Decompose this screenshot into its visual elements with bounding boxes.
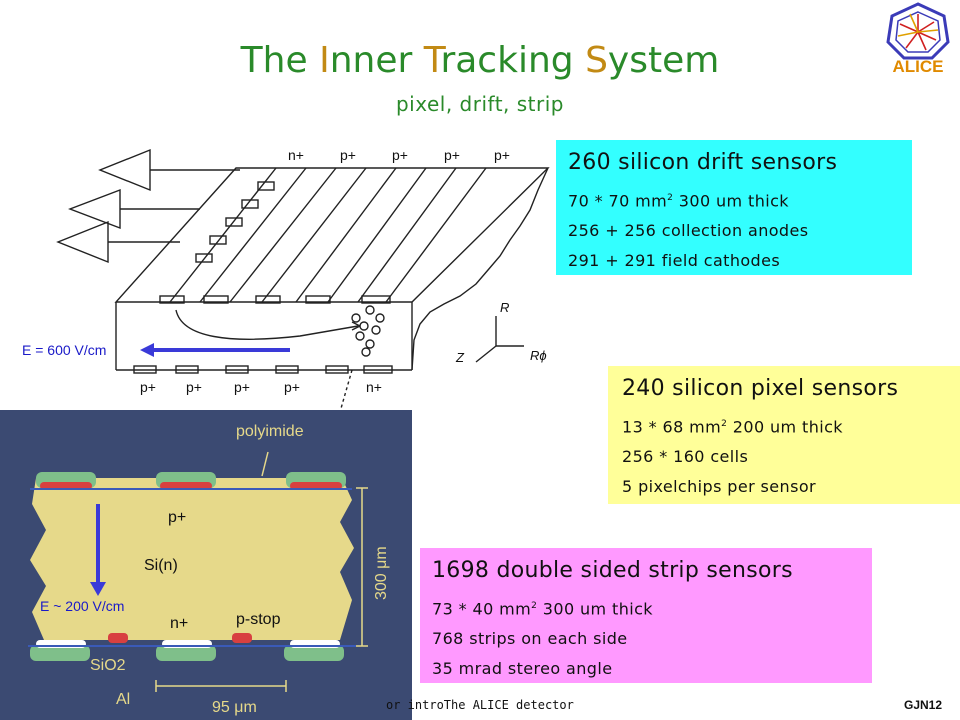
p-plus-label: p+ [168, 509, 186, 526]
slide-subtitle: pixel, drift, strip [395, 92, 564, 116]
strip-box-line1: 73 * 40 mm2 300 um thick [432, 591, 872, 624]
strip-line1-sup: 2 [531, 601, 538, 611]
pixel-box-line1: 13 * 68 mm2 200 um thick [622, 409, 960, 442]
p-stop-label: p-stop [236, 611, 281, 628]
drift-box-line3: 291 + 291 field cathodes [568, 251, 781, 271]
drift-label-bottom-1: p+ [140, 379, 156, 395]
drift-line1-sup: 2 [667, 193, 674, 203]
pixel-field-label: E ~ 200 V/cm [40, 598, 125, 614]
sio2-label: SiO2 [90, 657, 126, 674]
si-n-label: Si(n) [144, 557, 178, 574]
strip-sensors-box: 1698 double sided strip sensors 73 * 40 … [420, 548, 872, 683]
logo-text: ALICE [893, 57, 944, 74]
pixel-line1-b: 200 um thick [727, 417, 843, 437]
title-part: nner [329, 40, 424, 81]
drift-label-bottom-4: p+ [284, 379, 300, 395]
pixel-box-line2: 256 * 160 cells [622, 447, 749, 467]
pixel-line1-sup: 2 [721, 419, 728, 429]
alice-logo: ALICE [886, 2, 950, 74]
strip-line1-b: 300 um thick [537, 599, 653, 619]
dim-95-label: 95 μm [212, 699, 257, 716]
strip-box-line3: 35 mrad stereo angle [432, 659, 613, 679]
al-label: Al [116, 691, 130, 708]
drift-label-bottom-2: p+ [186, 379, 202, 395]
title-highlight-i: I [319, 40, 330, 81]
drift-line1-a: 70 * 70 mm [568, 191, 668, 211]
pixel-sensors-box: 240 silicon pixel sensors 13 * 68 mm2 20… [608, 366, 960, 504]
pixel-box-line3: 5 pixelchips per sensor [622, 477, 816, 497]
title-part: ystem [607, 40, 720, 81]
drift-label-top-3: p+ [392, 147, 408, 163]
slide-title: The Inner Tracking System [0, 40, 960, 81]
drift-label-bottom-3: p+ [234, 379, 250, 395]
drift-box-line1: 70 * 70 mm2 300 um thick [568, 183, 912, 216]
drift-label-top-5: p+ [494, 147, 510, 163]
strip-box-line2: 768 strips on each side [432, 629, 628, 649]
drift-label-top-1: n+ [288, 147, 304, 163]
drift-label-top-2: p+ [340, 147, 356, 163]
drift-label-top-4: p+ [444, 147, 460, 163]
title-highlight-s: S [585, 40, 608, 81]
strip-line1-a: 73 * 40 mm [432, 599, 532, 619]
title-part: The [240, 40, 320, 81]
n-plus-label: n+ [170, 615, 188, 632]
polyimide-label: polyimide [236, 423, 304, 440]
footer-slide-id: GJN12 [904, 698, 943, 712]
pixel-line1-a: 13 * 68 mm [622, 417, 722, 437]
dim-300-label: 300 μm [373, 546, 390, 600]
drift-box-heading: 260 silicon drift sensors [568, 150, 838, 175]
drift-field-label: E = 600 V/cm [22, 342, 107, 358]
drift-sensors-box: 260 silicon drift sensors 70 * 70 mm2 30… [556, 140, 912, 275]
strip-box-heading: 1698 double sided strip sensors [432, 558, 793, 583]
drift-detector-diagram: n+ p+ p+ p+ p+ p+ p+ p+ p+ n+ R Z Rϕ [56, 147, 550, 410]
title-part: racking [440, 40, 586, 81]
footer-text: or introThe ALICE detector [386, 698, 574, 712]
drift-line1-b: 300 um thick [673, 191, 789, 211]
drift-box-line2: 256 + 256 collection anodes [568, 221, 809, 241]
pixel-box-heading: 240 silicon pixel sensors [622, 376, 899, 401]
axis-r-label: R [500, 300, 509, 315]
drift-label-bottom-5: n+ [366, 379, 382, 395]
axis-rphi-label: Rϕ [530, 348, 547, 363]
pixel-cross-section: polyimide SiO2 Al 95 μm 300 μm p+ Si(n) … [0, 410, 412, 720]
title-highlight-t: T [423, 40, 441, 81]
axis-z-label: Z [455, 350, 465, 365]
